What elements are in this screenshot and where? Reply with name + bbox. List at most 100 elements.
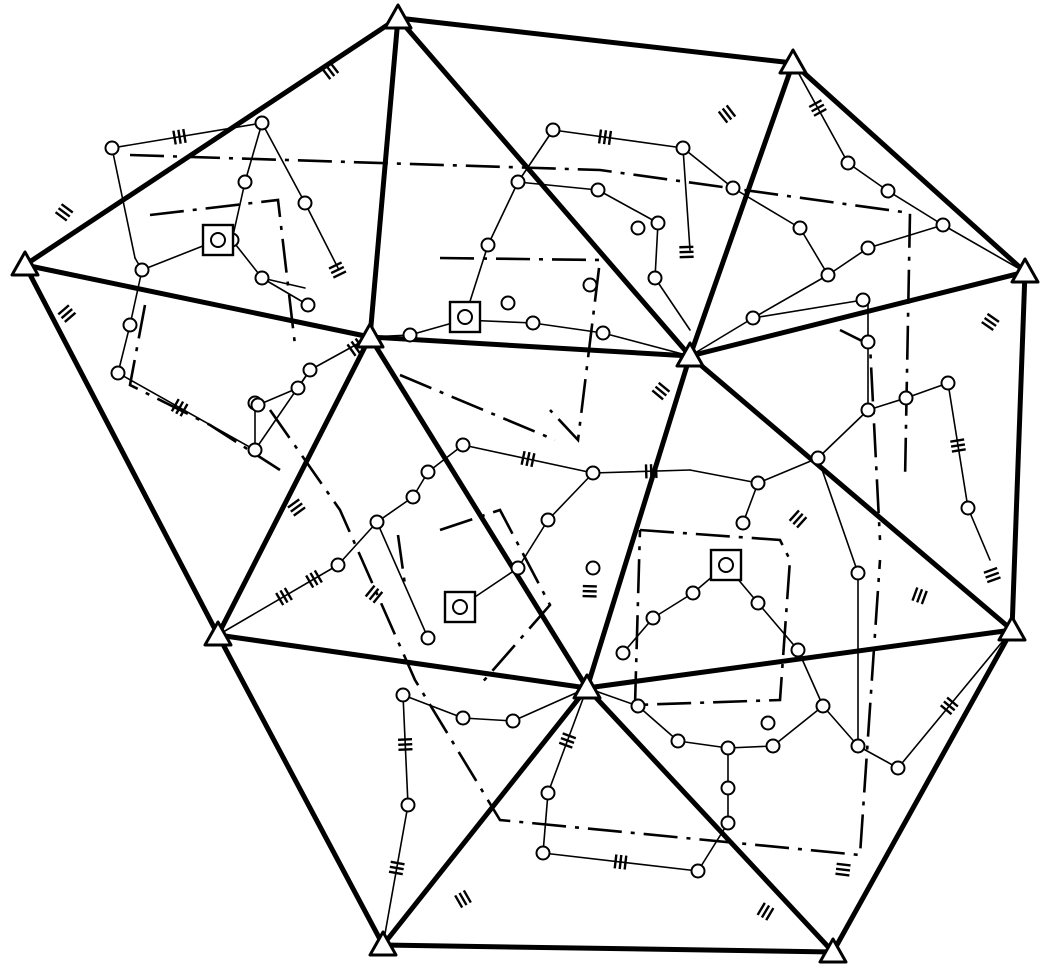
backbone-node bbox=[12, 252, 38, 275]
inner-link bbox=[683, 148, 690, 250]
backbone-link bbox=[370, 337, 690, 356]
inner-node bbox=[822, 269, 835, 282]
inner-link bbox=[305, 203, 338, 268]
inner-node bbox=[407, 491, 420, 504]
cluster-head-node bbox=[458, 310, 472, 324]
inner-node bbox=[512, 562, 525, 575]
inner-node bbox=[422, 632, 435, 645]
inner-node bbox=[404, 329, 417, 342]
backbone-link bbox=[25, 265, 218, 635]
inner-link bbox=[773, 706, 823, 746]
inner-node bbox=[371, 516, 384, 529]
inner-node bbox=[752, 477, 765, 490]
backbone-link bbox=[587, 630, 1012, 688]
inner-node bbox=[547, 124, 560, 137]
backbone-link bbox=[383, 945, 833, 952]
inner-link bbox=[758, 458, 818, 483]
link-marker bbox=[604, 130, 606, 144]
backbone-link bbox=[398, 18, 690, 356]
link-marker bbox=[178, 130, 180, 144]
inner-link bbox=[655, 223, 658, 278]
link-marker bbox=[952, 449, 966, 451]
link-marker bbox=[917, 589, 922, 602]
inner-link bbox=[383, 805, 408, 945]
link-marker bbox=[922, 591, 927, 604]
inner-link bbox=[338, 522, 377, 565]
backbone-link bbox=[370, 18, 398, 337]
inner-link bbox=[118, 373, 255, 450]
inner-node bbox=[256, 117, 269, 130]
inner-node bbox=[597, 327, 610, 340]
backbone-link bbox=[25, 265, 370, 337]
inner-node bbox=[542, 787, 555, 800]
link-marker bbox=[398, 744, 412, 745]
inner-link bbox=[868, 225, 943, 248]
inner-link bbox=[638, 706, 678, 741]
backbone-link bbox=[690, 272, 1025, 356]
link-marker bbox=[609, 131, 611, 145]
link-marker bbox=[950, 439, 964, 441]
inner-link bbox=[823, 706, 858, 746]
inner-node bbox=[136, 264, 149, 277]
inner-link bbox=[698, 823, 728, 871]
backbone-link bbox=[833, 630, 1012, 952]
inner-link bbox=[112, 123, 262, 148]
link-marker bbox=[987, 577, 1000, 582]
inner-link bbox=[598, 190, 658, 223]
inner-node bbox=[792, 644, 805, 657]
backbone-nodes bbox=[12, 5, 1038, 962]
inner-node bbox=[332, 559, 345, 572]
inner-node bbox=[862, 404, 875, 417]
inner-link bbox=[518, 182, 598, 190]
inner-node bbox=[507, 715, 520, 728]
inner-node bbox=[617, 647, 630, 660]
inner-node bbox=[722, 782, 735, 795]
inner-node bbox=[727, 182, 740, 195]
inner-node bbox=[304, 364, 317, 377]
inner-link bbox=[130, 270, 142, 325]
inner-link bbox=[463, 718, 513, 721]
inner-node bbox=[892, 762, 905, 775]
backbone-link bbox=[383, 688, 587, 945]
inner-node bbox=[812, 452, 825, 465]
inner-node bbox=[239, 176, 252, 189]
cluster-boundary-line bbox=[840, 330, 880, 540]
inner-node bbox=[962, 502, 975, 515]
link-marker bbox=[984, 568, 997, 573]
link-marker bbox=[391, 862, 405, 864]
link-marker bbox=[183, 129, 185, 143]
inner-node bbox=[112, 367, 125, 380]
link-marker bbox=[173, 131, 175, 145]
backbone-node bbox=[205, 622, 231, 645]
inner-link bbox=[678, 741, 728, 748]
inner-link bbox=[548, 473, 593, 520]
backbone-link bbox=[690, 63, 793, 356]
link-marker bbox=[398, 749, 412, 750]
cluster-head-node bbox=[211, 233, 225, 247]
inner-node bbox=[632, 222, 645, 235]
inner-node bbox=[767, 740, 780, 753]
inner-nodes bbox=[106, 117, 975, 878]
inner-link bbox=[553, 130, 683, 148]
inner-link bbox=[262, 123, 305, 203]
inner-node bbox=[537, 847, 550, 860]
backbone-link bbox=[587, 356, 690, 688]
backbone-links bbox=[25, 18, 1025, 952]
inner-link bbox=[488, 182, 518, 245]
link-marker bbox=[398, 739, 412, 740]
inner-link bbox=[377, 522, 428, 638]
inner-node bbox=[817, 700, 830, 713]
inner-link bbox=[262, 278, 308, 305]
link-marker bbox=[527, 452, 530, 466]
link-marker bbox=[390, 867, 404, 869]
cluster-head-node bbox=[719, 558, 733, 572]
link-marker bbox=[531, 453, 534, 467]
inner-node bbox=[592, 184, 605, 197]
backbone-link bbox=[218, 635, 587, 688]
inner-node bbox=[862, 242, 875, 255]
link-marker bbox=[615, 854, 617, 868]
inner-node bbox=[900, 392, 913, 405]
inner-link bbox=[758, 603, 798, 650]
inner-node bbox=[737, 517, 750, 530]
